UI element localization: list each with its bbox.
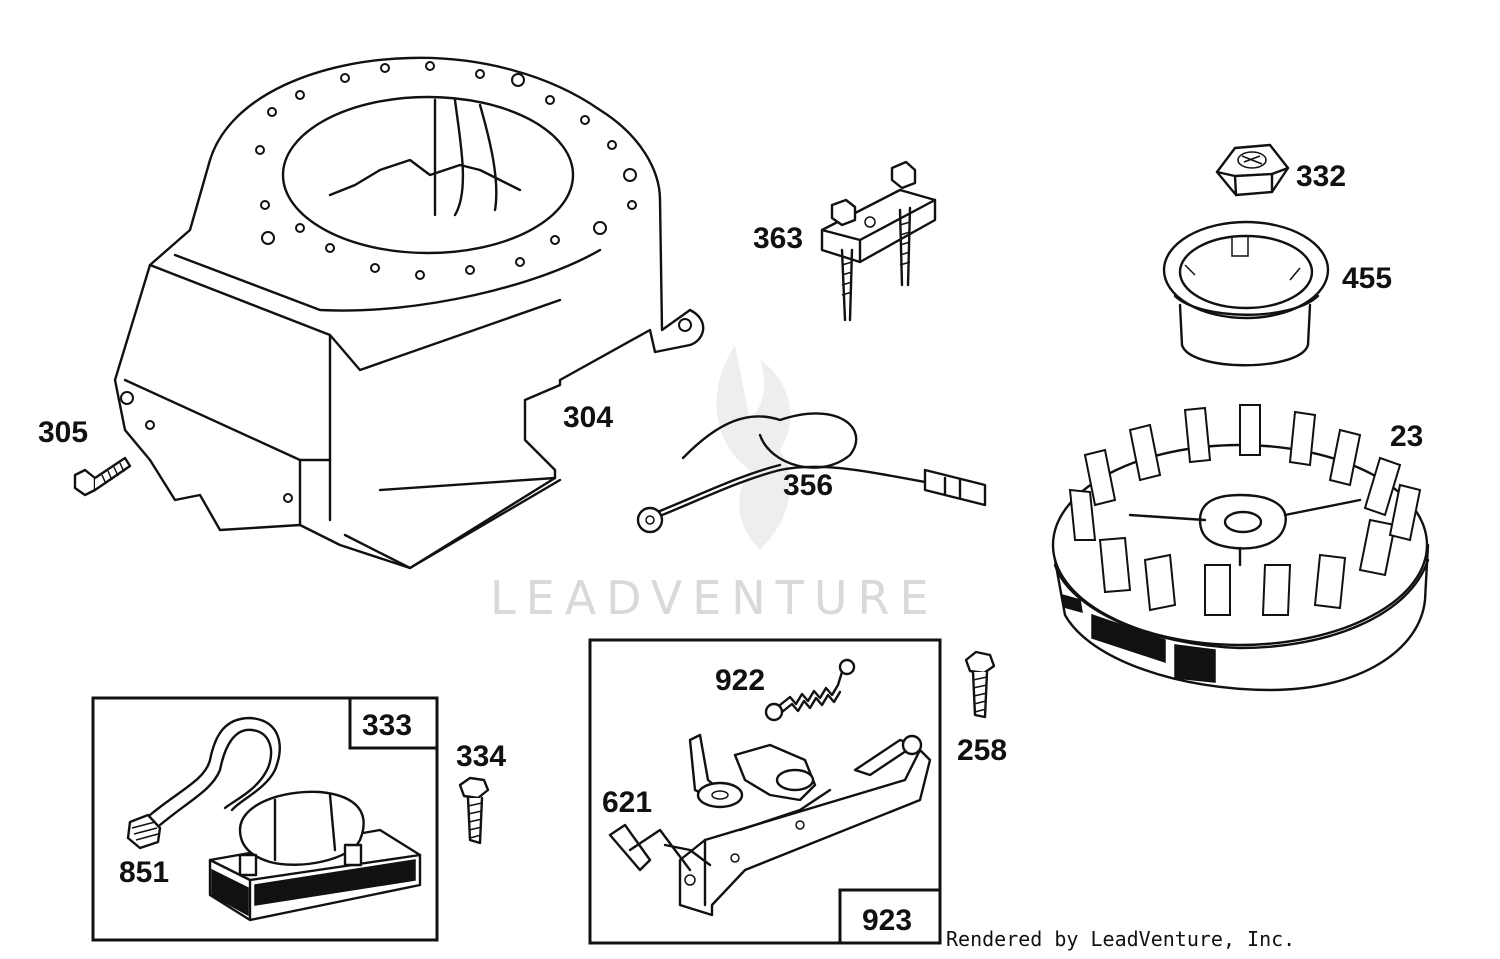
kit-label-box-923 <box>838 888 942 945</box>
flywheel-23 <box>1051 404 1430 692</box>
watermark-text: LEADVENTURE <box>490 571 939 625</box>
part-label-922: 922 <box>715 664 765 697</box>
bracket-363 <box>820 160 937 322</box>
ground-wire-356 <box>636 412 987 534</box>
part-label-333: 333 <box>362 709 412 742</box>
part-label-23: 23 <box>1390 420 1423 453</box>
part-label-304: 304 <box>563 401 613 434</box>
render-credit: Rendered by LeadVenture, Inc. <box>946 927 1295 951</box>
part-label-923: 923 <box>862 904 912 937</box>
bolt-305 <box>73 456 132 497</box>
part-label-363: 363 <box>753 222 803 255</box>
part-label-356: 356 <box>783 469 833 502</box>
part-label-621: 621 <box>602 786 652 819</box>
watermark: LEADVENTURE <box>490 345 939 625</box>
screw-258 <box>964 650 996 719</box>
kit-box-333 <box>91 696 439 942</box>
screw-334 <box>458 776 490 845</box>
part-label-455: 455 <box>1342 262 1392 295</box>
part-label-305: 305 <box>38 416 88 449</box>
part-label-334: 334 <box>456 740 506 773</box>
armature-333 <box>126 716 422 922</box>
spring-922 <box>764 658 856 722</box>
nut-332 <box>1215 143 1290 197</box>
kit-label-box-333 <box>348 696 439 750</box>
part-label-332: 332 <box>1296 160 1346 193</box>
kit-box-923 <box>588 638 942 945</box>
blower-housing-304 <box>113 56 705 570</box>
part-label-258: 258 <box>957 734 1007 767</box>
cup-455 <box>1162 220 1330 367</box>
part-label-851: 851 <box>119 856 169 889</box>
watermark-flame-icon <box>716 345 791 550</box>
governor-control-621 <box>608 733 932 917</box>
